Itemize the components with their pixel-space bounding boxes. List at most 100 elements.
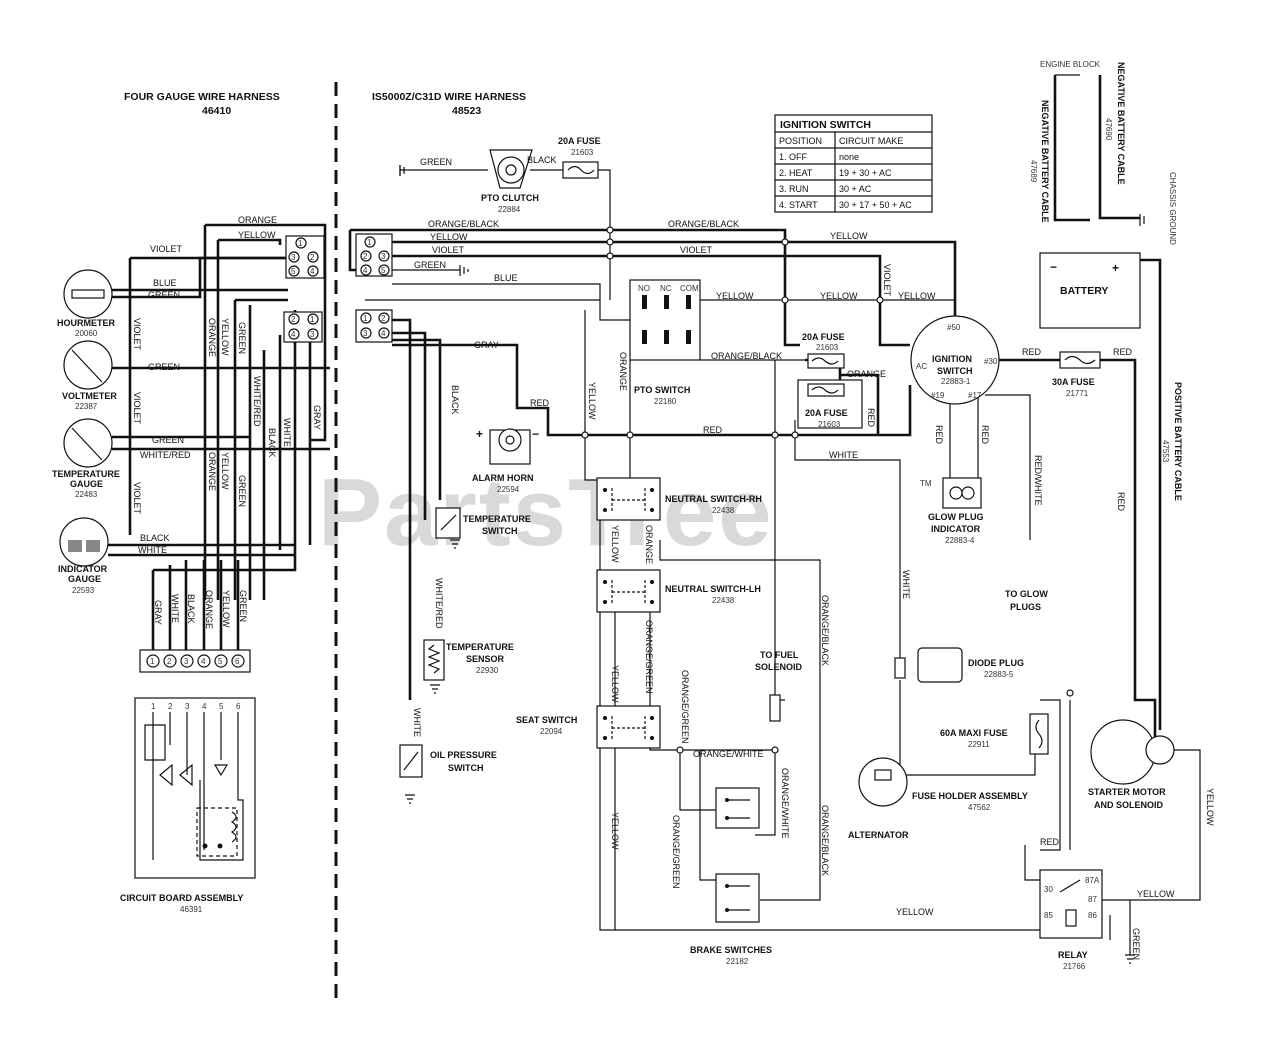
- diode-plug-part: 22883-5: [984, 670, 1014, 679]
- six-pin-connector: 1 2 3 4 5 6: [139, 649, 251, 673]
- indicator-gauge-part: 22593: [72, 586, 95, 595]
- wire-label-orange-green-3: ORANGE/GREEN: [671, 815, 681, 889]
- wire-label-blue-r: BLUE: [494, 273, 518, 283]
- oil-pressure-label-2: SWITCH: [448, 763, 484, 773]
- cb-pin-3: 3: [185, 702, 190, 711]
- neutral-switch-rh: NEUTRAL SWITCH-RH 22438: [596, 477, 762, 521]
- wire-label-red-pos: RED: [1116, 492, 1126, 512]
- pto-switch-part: 22180: [654, 397, 677, 406]
- glow-plug-indicator: GLOW PLUG INDICATOR 22883-4: [928, 477, 984, 545]
- alarm-horn-part: 22594: [497, 485, 520, 494]
- wire-label-orange-black-2: ORANGE/BLACK: [668, 219, 739, 229]
- left-harness-title: FOUR GAUGE WIRE HARNESS: [124, 91, 280, 103]
- diode-plug: DIODE PLUG 22883-5: [894, 647, 1024, 683]
- wire-label-white-red: WHITE/RED: [140, 450, 191, 460]
- wire-label-orange-top: ORANGE: [238, 215, 277, 225]
- voltmeter-label: VOLTMETER: [62, 391, 117, 401]
- glow-plug-indicator-label-2: INDICATOR: [931, 524, 981, 534]
- pin-4b: 4: [291, 330, 296, 339]
- ignition-switch-label-2: SWITCH: [937, 366, 973, 376]
- wire-label-yellow-v2: YELLOW: [220, 452, 230, 490]
- relay-86: 86: [1088, 911, 1097, 920]
- pin-3: 3: [291, 253, 296, 262]
- wire-label-white: WHITE: [138, 545, 167, 555]
- wire-label-yellow-n2: YELLOW: [610, 665, 620, 703]
- wire-label-green-r: GREEN: [414, 260, 446, 270]
- wire-label-violet-v2: VIOLET: [132, 392, 142, 425]
- wire-label-red-fuse: RED: [1113, 347, 1133, 357]
- alternator-label: ALTERNATOR: [848, 830, 909, 840]
- fuse-30a-label: 30A FUSE: [1052, 377, 1095, 387]
- left-connector-mid: 2 1 4 3: [283, 311, 323, 343]
- oil-pressure-switch: OIL PRESSURE SWITCH: [399, 744, 497, 778]
- six-pin-1: 1: [150, 657, 155, 666]
- wire-label-red-relay: RED: [1040, 837, 1060, 847]
- left-harness-part: 46410: [202, 105, 231, 117]
- battery-negative: −: [1050, 260, 1057, 274]
- cb-pin-2: 2: [168, 702, 173, 711]
- temperature-switch: TEMPERATURE SWITCH: [435, 507, 531, 539]
- wire-label-red-r2: RED: [703, 425, 723, 435]
- pin-5: 5: [291, 267, 296, 276]
- wire-label-yellow-starter: YELLOW: [1205, 788, 1215, 826]
- glow-plugs-label-2: PLUGS: [1010, 602, 1041, 612]
- ignition-switch-table: IGNITION SWITCH POSITION CIRCUIT MAKE 1.…: [774, 114, 933, 213]
- wire-label-yellow-pto: YELLOW: [587, 382, 597, 420]
- relay-30: 30: [1044, 885, 1053, 894]
- fuse-holder-part: 47562: [968, 803, 991, 812]
- relay: 30 87A 87 85 86 RELAY 21766: [1039, 869, 1103, 971]
- wire-label-orange-n1: ORANGE: [644, 525, 654, 564]
- rpin-4b: 4: [381, 329, 386, 338]
- cb-pin-1: 1: [151, 702, 156, 711]
- ignition-table-row1-make: none: [839, 152, 859, 162]
- splice-points: [581, 226, 1074, 754]
- wire-label-yellow-r4: YELLOW: [820, 291, 858, 301]
- left-harness-wires: [108, 223, 330, 650]
- temp-gauge-label-1: TEMPERATURE: [52, 469, 120, 479]
- fuel-solenoid-label-2: SOLENOID: [755, 662, 803, 672]
- watermark-tm: TM: [920, 479, 932, 488]
- wire-label-green-3: GREEN: [152, 435, 184, 445]
- wire-label-black-bot: BLACK: [186, 594, 196, 624]
- wire-label-yellow-r1: YELLOW: [430, 232, 468, 242]
- wire-label-violet-v-r: VIOLET: [882, 264, 892, 297]
- wire-label-gray-r: GRAY: [474, 340, 499, 350]
- maxi-fuse-label: 60A MAXI FUSE: [940, 728, 1008, 738]
- ignition-table-row1-pos: 1. OFF: [779, 152, 808, 162]
- ground-symbols: [399, 165, 1145, 964]
- wire-label-white-r2: WHITE: [412, 708, 422, 737]
- wire-label-yellow-v1: YELLOW: [220, 318, 230, 356]
- fuse-20a-low-label: 20A FUSE: [805, 408, 848, 418]
- six-pin-5: 5: [218, 657, 223, 666]
- seat-switch-part: 22094: [540, 727, 563, 736]
- wire-label-blue: BLUE: [153, 278, 177, 288]
- ignition-table-row3-pos: 3. RUN: [779, 184, 809, 194]
- brake-switches-label: BRAKE SWITCHES: [690, 945, 772, 955]
- ignition-switch-label-1: IGNITION: [932, 354, 972, 364]
- fuse-20a-top-part: 21603: [571, 148, 594, 157]
- hourmeter-part: 20060: [75, 329, 98, 338]
- pin-2b: 2: [291, 315, 296, 324]
- ignition-table-row2-make: 19 + 30 + AC: [839, 168, 892, 178]
- wire-label-yellow-bot: YELLOW: [221, 590, 231, 628]
- fuse-20a-top: 20A FUSE 21603: [558, 136, 601, 179]
- relay-part: 21766: [1063, 962, 1086, 971]
- neutral-rh-part: 22438: [712, 506, 735, 515]
- pto-com: COM: [680, 284, 699, 293]
- neg-cable-2-part: 47689: [1029, 160, 1038, 183]
- wire-label-red-ign: RED: [1022, 347, 1042, 357]
- wire-label-green-bot: GREEN: [238, 590, 248, 622]
- wire-label-violet-v3: VIOLET: [132, 482, 142, 515]
- ign-t17: #17: [968, 391, 982, 400]
- glow-plug-indicator-part: 22883-4: [945, 536, 975, 545]
- wire-label-orange-black-4: ORANGE/BLACK: [820, 595, 830, 666]
- circuit-board-assembly: 1 2 3 4 5 6 CIRCUIT BOARD ASSEMBLY 46391: [120, 697, 256, 914]
- temp-switch-label-2: SWITCH: [482, 526, 518, 536]
- rpin-2: 2: [363, 252, 368, 261]
- wire-label-yellow-r5: YELLOW: [898, 291, 936, 301]
- wire-label-red-gp2: RED: [980, 425, 990, 445]
- six-pin-3: 3: [184, 657, 189, 666]
- oil-pressure-label-1: OIL PRESSURE: [430, 750, 497, 760]
